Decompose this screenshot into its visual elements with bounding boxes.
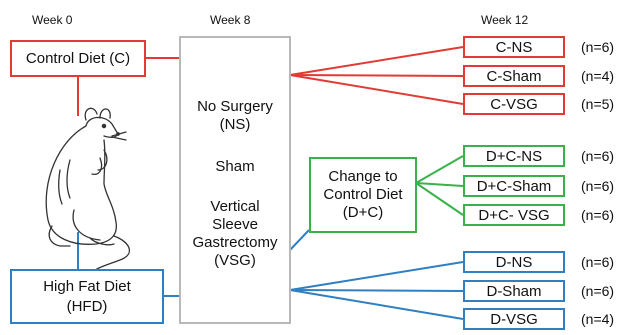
group-box-dc-vsg: D+C- VSG — [463, 204, 565, 226]
group-label: C-NS — [495, 38, 533, 56]
group-count: (n=6) — [581, 207, 615, 223]
group-box-dc-ns: D+C-NS — [463, 145, 565, 167]
group-box-c-sham: C-Sham — [463, 65, 565, 87]
control-diet-label: Control Diet (C) — [25, 50, 131, 67]
group-count: (n=6) — [581, 283, 615, 299]
group-label: C-VSG — [490, 95, 538, 113]
surgery-box: No Surgery (NS) Sham Vertical Sleeve Gas… — [179, 36, 291, 324]
change-diet-line1: Change to — [328, 168, 398, 185]
vsg-label-line1: Vertical — [210, 198, 260, 215]
group-label: D-Sham — [486, 282, 542, 300]
header-week0: Week 0 — [32, 13, 73, 27]
change-diet-line3: (D+C) — [342, 204, 384, 221]
group-count: (n=6) — [581, 254, 615, 270]
hfd-label-line1: High Fat Diet — [43, 277, 131, 295]
hfd-label-line2: (HFD) — [66, 297, 108, 315]
no-surgery-label: No Surgery — [197, 98, 273, 115]
header-week12: Week 12 — [481, 13, 529, 27]
group-box-c-ns: C-NS — [463, 36, 565, 58]
group-count: (n=5) — [581, 96, 615, 112]
high-fat-diet-box: High Fat Diet (HFD) — [10, 269, 164, 324]
vsg-label-line4: (VSG) — [214, 252, 256, 269]
group-label: D+C-Sham — [476, 177, 552, 195]
group-box-d-sham: D-Sham — [463, 280, 565, 302]
group-label: C-Sham — [486, 67, 542, 85]
vsg-label-line3: Gastrectomy — [192, 234, 278, 251]
vsg-label-line2: Sleeve — [212, 216, 258, 233]
group-count: (n=6) — [581, 39, 615, 55]
group-count: (n=6) — [581, 178, 615, 194]
group-box-d-vsg: D-VSG — [463, 308, 565, 330]
group-count: (n=4) — [581, 311, 615, 327]
control-diet-box: Control Diet (C) — [10, 40, 146, 77]
change-diet-box: Change to Control Diet (D+C) — [309, 157, 417, 233]
group-label: D-NS — [495, 253, 533, 271]
group-box-dc-sham: D+C-Sham — [463, 175, 565, 197]
no-surgery-abbrev: (NS) — [219, 116, 251, 133]
group-count: (n=6) — [581, 148, 615, 164]
group-count: (n=4) — [581, 68, 615, 84]
group-label: D+C-NS — [485, 147, 543, 165]
change-diet-line2: Control Diet — [323, 186, 403, 203]
group-box-d-ns: D-NS — [463, 251, 565, 273]
group-label: D+C- VSG — [478, 206, 550, 224]
group-label: D-VSG — [490, 310, 538, 328]
rat-illustration — [45, 107, 130, 275]
header-week8: Week 8 — [210, 13, 251, 27]
group-box-c-vsg: C-VSG — [463, 93, 565, 115]
sham-label: Sham — [215, 158, 255, 175]
